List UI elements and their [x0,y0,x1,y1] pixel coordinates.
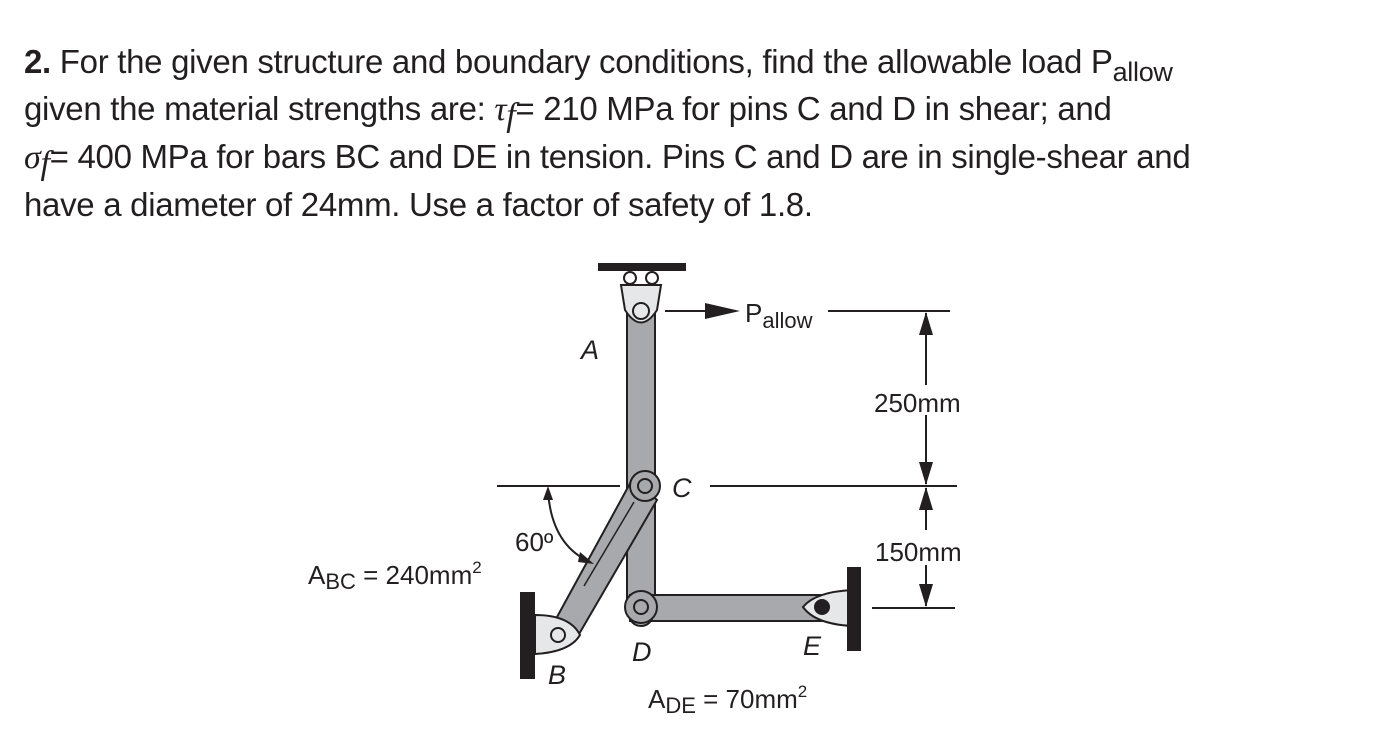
pin-d [624,590,658,627]
dimension-150 [919,487,933,607]
angle-arc [543,486,594,564]
label-e: E [803,631,822,661]
label-a: A [579,335,599,365]
member-de [629,588,853,628]
bracket-b [534,613,582,656]
member-ad [626,309,656,611]
problem-line-2: given the material strengths are: τf= 21… [24,90,1112,134]
dimension-250-label: 250mm [874,388,961,418]
area-bc-label: ABC = 240mm2 [308,558,482,594]
label-c: C [672,473,692,503]
problem-line-1: 2. For the given structure and boundary … [24,43,1173,87]
load-arrow [665,303,740,319]
wall-e [847,567,861,651]
tau-symbol: τ [494,91,507,128]
load-label: Pallow [745,298,813,333]
problem-number: 2. [24,43,51,80]
label-b: B [548,660,566,690]
problem-statement: 2. For the given structure and boundary … [24,38,1384,228]
label-d: D [632,637,652,667]
wall-b [520,592,535,679]
bracket-a [619,284,663,324]
problem-line-3: σf= 400 MPa for bars BC and DE in tensio… [24,138,1191,182]
angle-label: 60º [515,527,554,557]
sigma-symbol: σ [24,139,41,176]
dimension-150-label: 150mm [875,537,962,567]
dimension-250 [919,312,933,485]
problem-line-4: have a diameter of 24mm. Use a factor of… [24,186,813,223]
roller-support-a [598,263,686,285]
area-de-label: ADE = 70mm2 [648,682,807,718]
